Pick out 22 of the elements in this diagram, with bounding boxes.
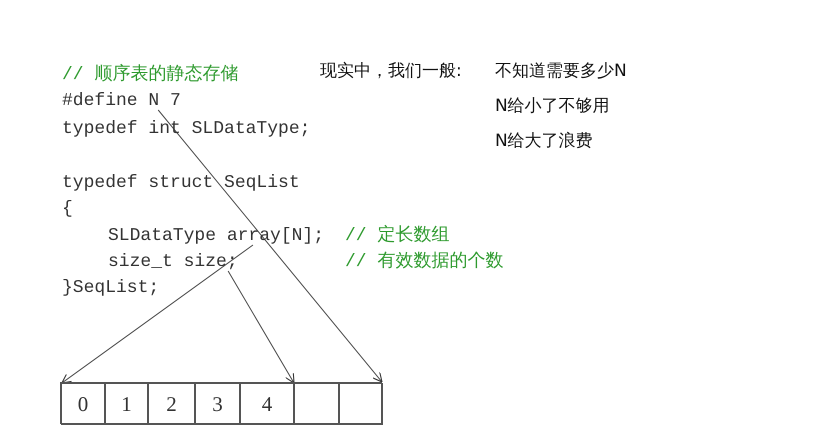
code-line: // 有效数据的个数: [345, 253, 504, 271]
array-cell: 3: [195, 383, 240, 425]
array-cell: 0: [61, 383, 105, 425]
arrow: [61, 244, 254, 384]
note-text: 不知道需要多少N: [495, 63, 627, 80]
note-text: 现实中，我们一般:: [320, 63, 462, 80]
array-cell: 1: [105, 383, 148, 425]
empty-array-cell: [339, 383, 383, 425]
empty-array-cell: [294, 383, 339, 425]
array-cell: 4: [240, 383, 294, 425]
array-box: [60, 382, 382, 424]
code-line: }SeqList;: [62, 279, 160, 297]
code-line: #define N 7: [62, 92, 192, 110]
note-text: N给小了不够用: [495, 98, 610, 115]
arrow: [228, 270, 295, 384]
code-line: // 顺序表的静态存储: [62, 66, 238, 84]
code-line: {: [62, 200, 73, 218]
code-line: // 定长数组: [345, 227, 450, 245]
code-line: typedef struct SeqList: [62, 174, 300, 192]
arrow: [158, 110, 383, 383]
note-text: N给大了浪费: [495, 133, 593, 150]
array-cell: 2: [148, 383, 195, 425]
